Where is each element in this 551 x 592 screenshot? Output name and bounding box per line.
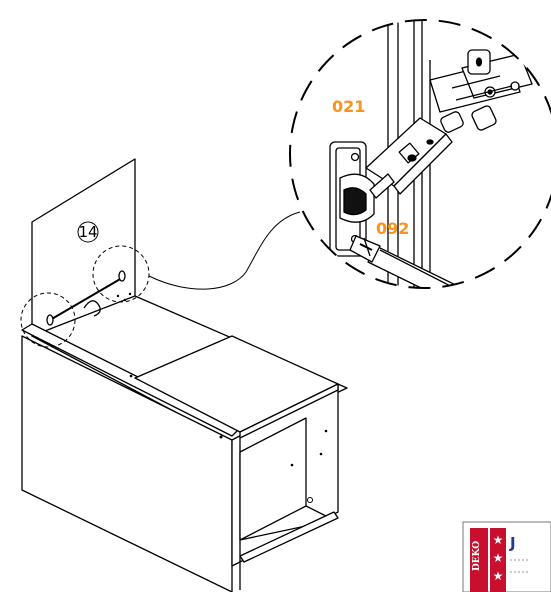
leader-line [148,211,301,290]
badge-letter: J [509,534,516,552]
hinge-mount-marks [46,270,126,326]
svg-text:★: ★ [493,569,504,583]
detail-callout-circles [20,245,150,348]
step-number-badge: 14 [77,221,99,243]
cabinet-icon [21,158,348,592]
svg-text:★: ★ [493,533,504,547]
step-number-label: 14 [78,223,97,241]
magnified-outline [289,19,551,289]
svg-text:★: ★ [493,551,504,565]
hinge-icon [329,49,533,257]
part-code-screw: 092 [376,219,409,238]
cabinet-screw-dots [116,292,328,503]
quality-badge-icon: DEKO ★ ★ ★ J [462,521,551,592]
magnified-detail [289,19,551,289]
badge-stamp-text: DEKO [472,541,482,571]
part-code-hinge: 021 [332,97,365,116]
screwdriver-icon [349,235,471,288]
